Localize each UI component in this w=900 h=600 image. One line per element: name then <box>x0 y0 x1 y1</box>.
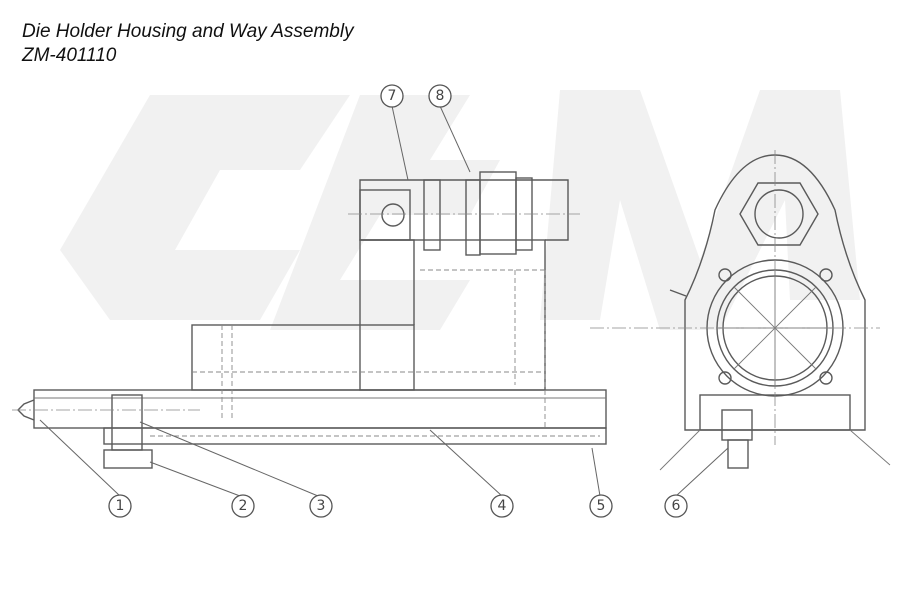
way-base <box>103 427 607 445</box>
callout-7-label: 7 <box>388 88 397 104</box>
grease-fitting <box>669 289 687 297</box>
housing-body <box>191 324 415 391</box>
end-screw <box>727 439 749 469</box>
callout-1: 1 <box>108 494 132 518</box>
side-view <box>12 171 607 469</box>
spacer <box>423 179 441 251</box>
clamp-block <box>103 449 153 469</box>
way-rail <box>33 389 607 429</box>
die-holder-shaft <box>359 189 411 241</box>
part-number: ZM-401110 <box>22 45 117 66</box>
callout-1-label: 1 <box>116 498 125 514</box>
callout-5-label: 5 <box>597 498 606 514</box>
end-view <box>590 150 891 471</box>
leader-lines <box>39 105 729 497</box>
title-block: Die Holder Housing and Way Assembly ZM-4… <box>22 20 354 68</box>
callout-8: 8 <box>428 84 452 108</box>
watermark-logo <box>60 90 860 330</box>
callout-4-label: 4 <box>498 498 507 514</box>
callout-6-label: 6 <box>672 498 681 514</box>
callout-2-label: 2 <box>239 498 248 514</box>
callout-3-label: 3 <box>317 498 326 514</box>
callout-4: 4 <box>490 494 514 518</box>
drawing-title: Die Holder Housing and Way Assembly <box>22 21 354 42</box>
callout-2: 2 <box>231 494 255 518</box>
callout-5: 5 <box>589 494 613 518</box>
end-hex-nut <box>739 182 819 246</box>
callout-6: 6 <box>664 494 688 518</box>
callout-8-label: 8 <box>436 88 445 104</box>
callout-7: 7 <box>380 84 404 108</box>
callout-3: 3 <box>309 494 333 518</box>
